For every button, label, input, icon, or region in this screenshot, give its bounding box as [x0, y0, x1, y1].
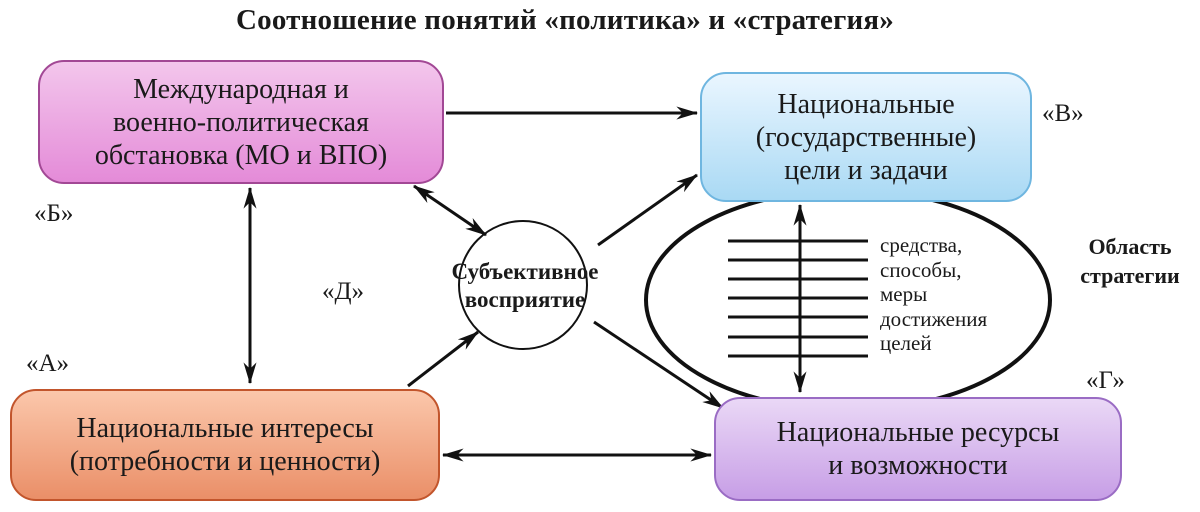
strategy-item: способы, [880, 257, 962, 282]
node-national-resources-label: Национальные ресурсы и возможности [776, 417, 1060, 481]
tag-b: «Б» [34, 200, 74, 227]
strategy-item: меры [880, 282, 928, 306]
tag-v: «В» [1042, 100, 1084, 127]
node-national-interests: Национальные интересы (потребности и цен… [10, 389, 440, 501]
tag-d: «Д» [322, 278, 365, 305]
strategy-lines [728, 239, 868, 358]
arrow-mo-perception [413, 184, 487, 237]
arrow-interests-to-perception [407, 330, 479, 388]
strategy-item: целей [880, 331, 932, 355]
node-national-resources: Национальные ресурсы и возможности [714, 397, 1122, 501]
strategy-item: средства, [880, 233, 963, 257]
arrow-perception-to-resources [593, 320, 724, 410]
strategy-items: средства, способы, меры достижения целей [880, 233, 987, 356]
node-national-goals: Национальные (государственные) цели и за… [700, 72, 1032, 202]
node-national-interests-label: Национальные интересы (потребности и цен… [69, 413, 381, 477]
strategy-item: достижения [880, 306, 988, 331]
strategy-area-label: Область стратегии [1080, 234, 1180, 288]
tag-g: «Г» [1086, 367, 1125, 394]
strategy-area-ellipse [644, 188, 1052, 412]
node-national-goals-label: Национальные (государственные) цели и за… [755, 88, 977, 186]
perception-circle [458, 220, 588, 350]
diagram-title: Соотношение понятий «политика» и «страте… [235, 4, 894, 36]
arrow-perception-to-goals [597, 173, 698, 247]
node-international-situation-label: Международная и военно-политическая обст… [94, 73, 388, 171]
node-international-situation: Международная и военно-политическая обст… [38, 60, 444, 184]
perception-label: Субъективное восприятие [451, 259, 599, 312]
tag-a: «А» [26, 350, 70, 377]
